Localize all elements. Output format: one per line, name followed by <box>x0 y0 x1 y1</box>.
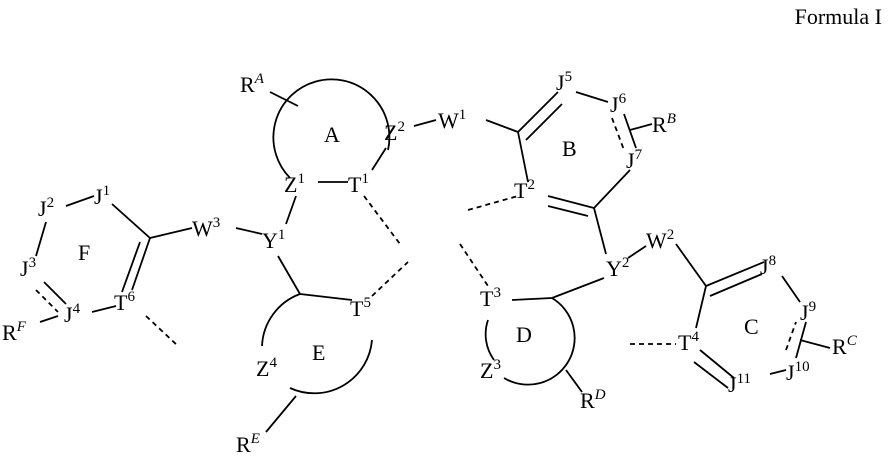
bond-e-t5 <box>300 294 352 300</box>
bond-b-j5 <box>518 92 558 132</box>
atom-label-re: RE <box>236 431 260 457</box>
atom-label-t1: T1 <box>348 171 369 197</box>
dash-t2 <box>468 196 518 210</box>
atom-label-j7: J7 <box>626 147 643 173</box>
dash-t5 <box>372 262 408 296</box>
bond-c-j8 <box>706 262 764 286</box>
atom-label-j5: J5 <box>556 69 572 95</box>
bond-j11-j10 <box>770 370 786 374</box>
atom-label-j10: J10 <box>786 359 810 385</box>
dash-t3 <box>460 244 488 286</box>
atom-label-ra: RA <box>240 71 265 97</box>
dash-t6 <box>146 316 178 346</box>
bond-f-t6 <box>132 238 150 290</box>
bond-rf <box>40 316 58 322</box>
dash-j6-j7 <box>612 118 624 150</box>
bond-j8-j9 <box>782 276 800 302</box>
bond-z1-y1 <box>286 196 296 224</box>
bond-b-j5-double <box>526 104 562 140</box>
bond-y2-d <box>552 278 604 298</box>
bond-j6-j7 <box>624 114 636 148</box>
atom-label-z2: Z2 <box>384 119 405 145</box>
bond-c-j8-double <box>710 274 762 296</box>
atom-label-rf: RF <box>2 319 27 345</box>
atom-labels: RA RB RC RD RE RF J1 J2J3J4 J5J6J7J8J9J10 J11 T1 T2… <box>2 69 858 457</box>
bond-f-t6-double <box>122 242 140 292</box>
bond-t2-c-double <box>548 206 588 216</box>
bond-j2-j1 <box>66 196 94 206</box>
bond-re <box>266 396 296 432</box>
bond-j2-j3 <box>36 222 46 256</box>
atom-label-t5: T5 <box>350 295 371 321</box>
ring-label-b: B <box>562 136 577 161</box>
bond-f-w3 <box>150 228 192 238</box>
bond-w2-c <box>676 244 706 286</box>
atom-label-t2: T2 <box>514 177 535 203</box>
bond-w3-y1 <box>236 228 262 234</box>
atom-label-rc: RC <box>832 333 858 359</box>
dash-j9-rc <box>786 322 796 350</box>
atom-label-j4: J4 <box>64 301 81 327</box>
ring-label-e: E <box>312 340 325 365</box>
bond-t3-d <box>512 298 552 300</box>
bond-w1-b <box>486 120 518 132</box>
bond-rc <box>800 340 830 348</box>
bond-t4-j11-double <box>694 362 728 388</box>
dash-t1 <box>364 196 400 244</box>
ring-label-a: A <box>324 122 340 147</box>
atom-label-j3: J3 <box>20 255 36 281</box>
atom-label-t3: T3 <box>480 285 501 311</box>
atom-label-w1: W1 <box>438 107 466 133</box>
bond-y1-e <box>278 256 300 294</box>
atom-label-rd: RD <box>580 387 606 413</box>
atom-label-rb: RB <box>652 111 676 137</box>
bond-j5-j6 <box>576 92 608 102</box>
ring-label-d: D <box>516 322 532 347</box>
bond-rb <box>630 124 652 130</box>
atom-label-w2: W2 <box>646 227 674 253</box>
bond-j7-c <box>594 170 630 208</box>
atom-label-j11: J11 <box>728 371 751 397</box>
atom-label-j8: J8 <box>760 253 776 279</box>
bond-z2-w1 <box>414 120 436 126</box>
atom-label-z1: Z1 <box>284 171 305 197</box>
atom-label-z4: Z4 <box>256 355 277 381</box>
atom-label-t4: T4 <box>678 329 699 355</box>
atom-label-j9: J9 <box>800 299 816 325</box>
atom-label-j2: J2 <box>38 195 54 221</box>
bond-c-y2 <box>594 208 606 254</box>
bond-j3-j4 <box>44 282 66 304</box>
atom-label-j1: J1 <box>94 183 110 209</box>
atom-label-y2: Y2 <box>606 255 629 281</box>
atom-label-j6: J6 <box>610 91 627 117</box>
atom-label-z3: Z3 <box>480 357 501 383</box>
bond-t2-c <box>548 196 594 208</box>
bond-z2-t1 <box>372 148 386 170</box>
atom-label-y1: Y1 <box>262 227 285 253</box>
ring-label-c: C <box>744 314 759 339</box>
bond-j1-f <box>112 204 150 238</box>
bond-j4-t6 <box>92 306 116 312</box>
bond-y2-w2 <box>628 246 646 258</box>
bond-t4-c <box>696 286 706 328</box>
ring-label-f: F <box>78 240 90 265</box>
atom-label-t6: T6 <box>114 289 135 315</box>
atom-label-w3: W3 <box>192 215 220 241</box>
